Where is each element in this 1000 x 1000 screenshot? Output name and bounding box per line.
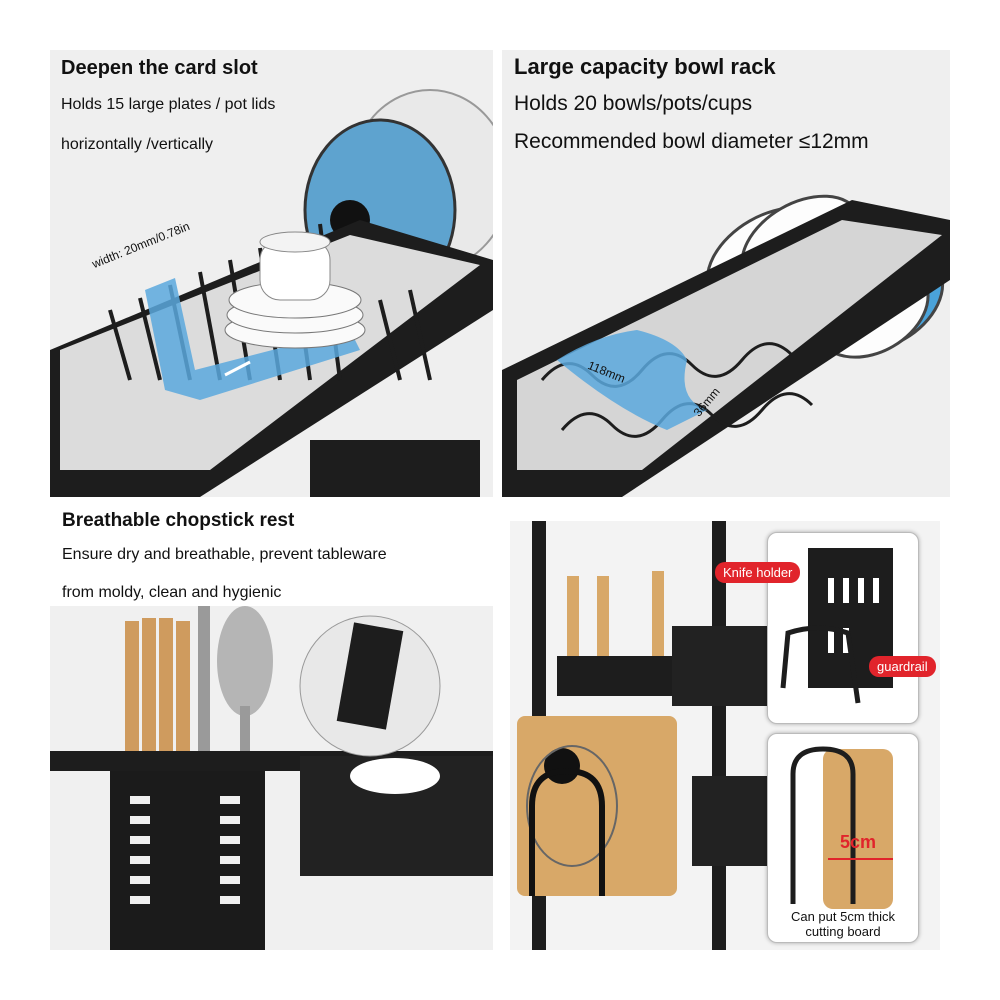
card-slot-line1: Holds 15 large plates / pot lids: [61, 96, 276, 113]
knife-holder-callout: Knife holder: [715, 562, 801, 583]
card-slot-illustration: [50, 50, 493, 497]
guardrail-callout: guardrail: [869, 656, 936, 677]
panel-accessories: Knife holder guardrail 5cm Can put 5cm t…: [502, 506, 950, 950]
panel-bowl-rack: Large capacity bowl rack Holds 20 bowls/…: [502, 50, 950, 497]
card-slot-title: Deepen the card slot: [61, 57, 258, 79]
cutting-board-inset: 5cm Can put 5cm thick cutting board: [767, 733, 919, 943]
thickness-label: 5cm: [840, 832, 877, 852]
knife-holder-inset: [767, 532, 919, 724]
bowl-rack-illustration: [502, 50, 950, 497]
chopstick-line2: from moldy, clean and hygienic: [62, 584, 282, 601]
cutting-board-caption: Can put 5cm thick cutting board: [790, 909, 896, 939]
horizontal-divider: [50, 497, 950, 506]
panel-chopstick-rest: Breathable chopstick rest Ensure dry and…: [50, 506, 493, 950]
bowl-rack-line2: Recommended bowl diameter ≤12mm: [514, 130, 869, 153]
bowl-rack-line1: Holds 20 bowls/pots/cups: [514, 92, 753, 115]
panel-card-slot: Deepen the card slot Holds 15 large plat…: [50, 50, 493, 497]
bowl-rack-title: Large capacity bowl rack: [514, 54, 776, 79]
chopstick-illustration: [50, 506, 493, 950]
chopstick-title: Breathable chopstick rest: [62, 510, 295, 531]
chopstick-line1: Ensure dry and breathable, prevent table…: [62, 546, 387, 563]
card-slot-line2: horizontally /vertically: [61, 136, 214, 153]
